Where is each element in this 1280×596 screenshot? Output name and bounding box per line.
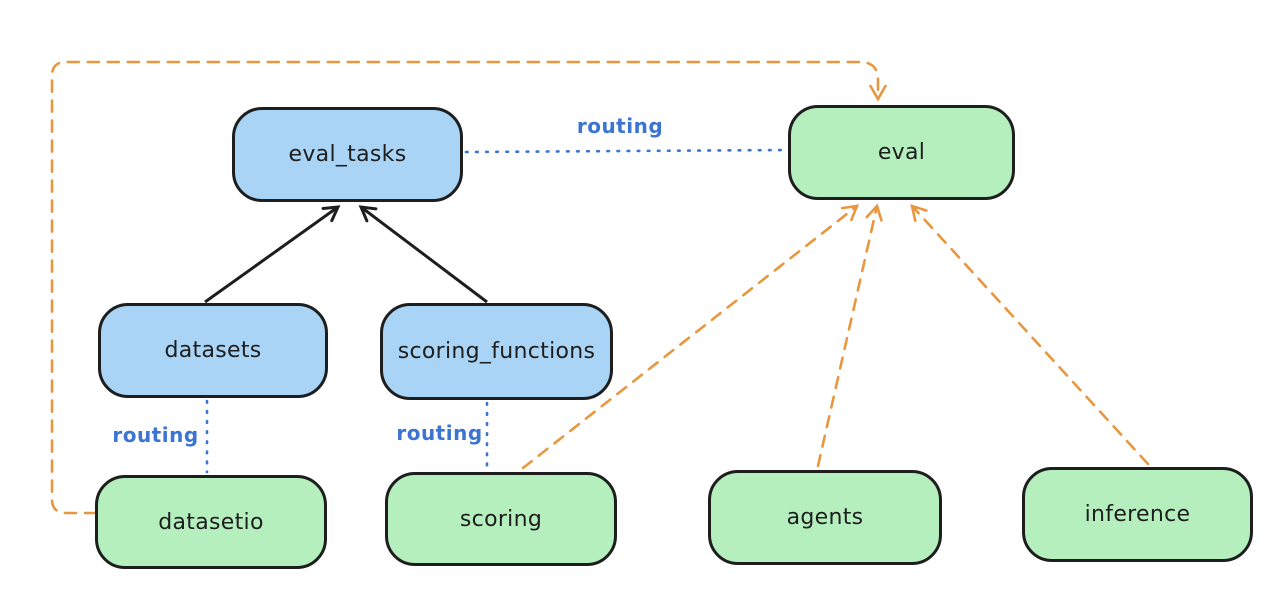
node-scoring-label: scoring — [459, 506, 543, 532]
node-eval-tasks: eval_tasks — [232, 107, 463, 202]
edge-datasetio-to-eval — [50, 60, 887, 515]
routing-label-scoring-functions-scoring: routing — [396, 421, 483, 445]
routing-label-eval-tasks-eval: routing — [576, 114, 664, 138]
node-scoring: scoring — [385, 472, 617, 566]
node-eval: eval — [788, 105, 1015, 200]
node-agents: agents — [708, 470, 942, 565]
node-scoring-functions-label: scoring_functions — [397, 339, 596, 364]
edge-scoring_functions-to-eval_tasks — [358, 205, 488, 304]
node-eval-tasks-label: eval_tasks — [288, 142, 407, 167]
node-agents-label: agents — [786, 505, 864, 530]
edge-datasets-to-eval_tasks — [204, 205, 341, 304]
routing-label-datasets-datasetio: routing — [112, 423, 199, 447]
node-scoring-functions: scoring_functions — [380, 303, 613, 400]
node-eval-label: eval — [877, 140, 926, 165]
node-inference: inference — [1022, 467, 1253, 562]
edge-scoring-to-eval — [521, 204, 860, 470]
node-inference-label: inference — [1084, 502, 1191, 527]
edge-agents-to-eval — [816, 203, 883, 468]
node-datasetio-label: datasetio — [158, 509, 264, 535]
node-datasets-label: datasets — [164, 338, 262, 363]
edge-inference-to-eval — [910, 204, 1150, 466]
node-datasets: datasets — [98, 303, 328, 398]
node-datasetio: datasetio — [95, 475, 327, 569]
edge-eval_tasks-to-eval-routing — [464, 148, 788, 154]
